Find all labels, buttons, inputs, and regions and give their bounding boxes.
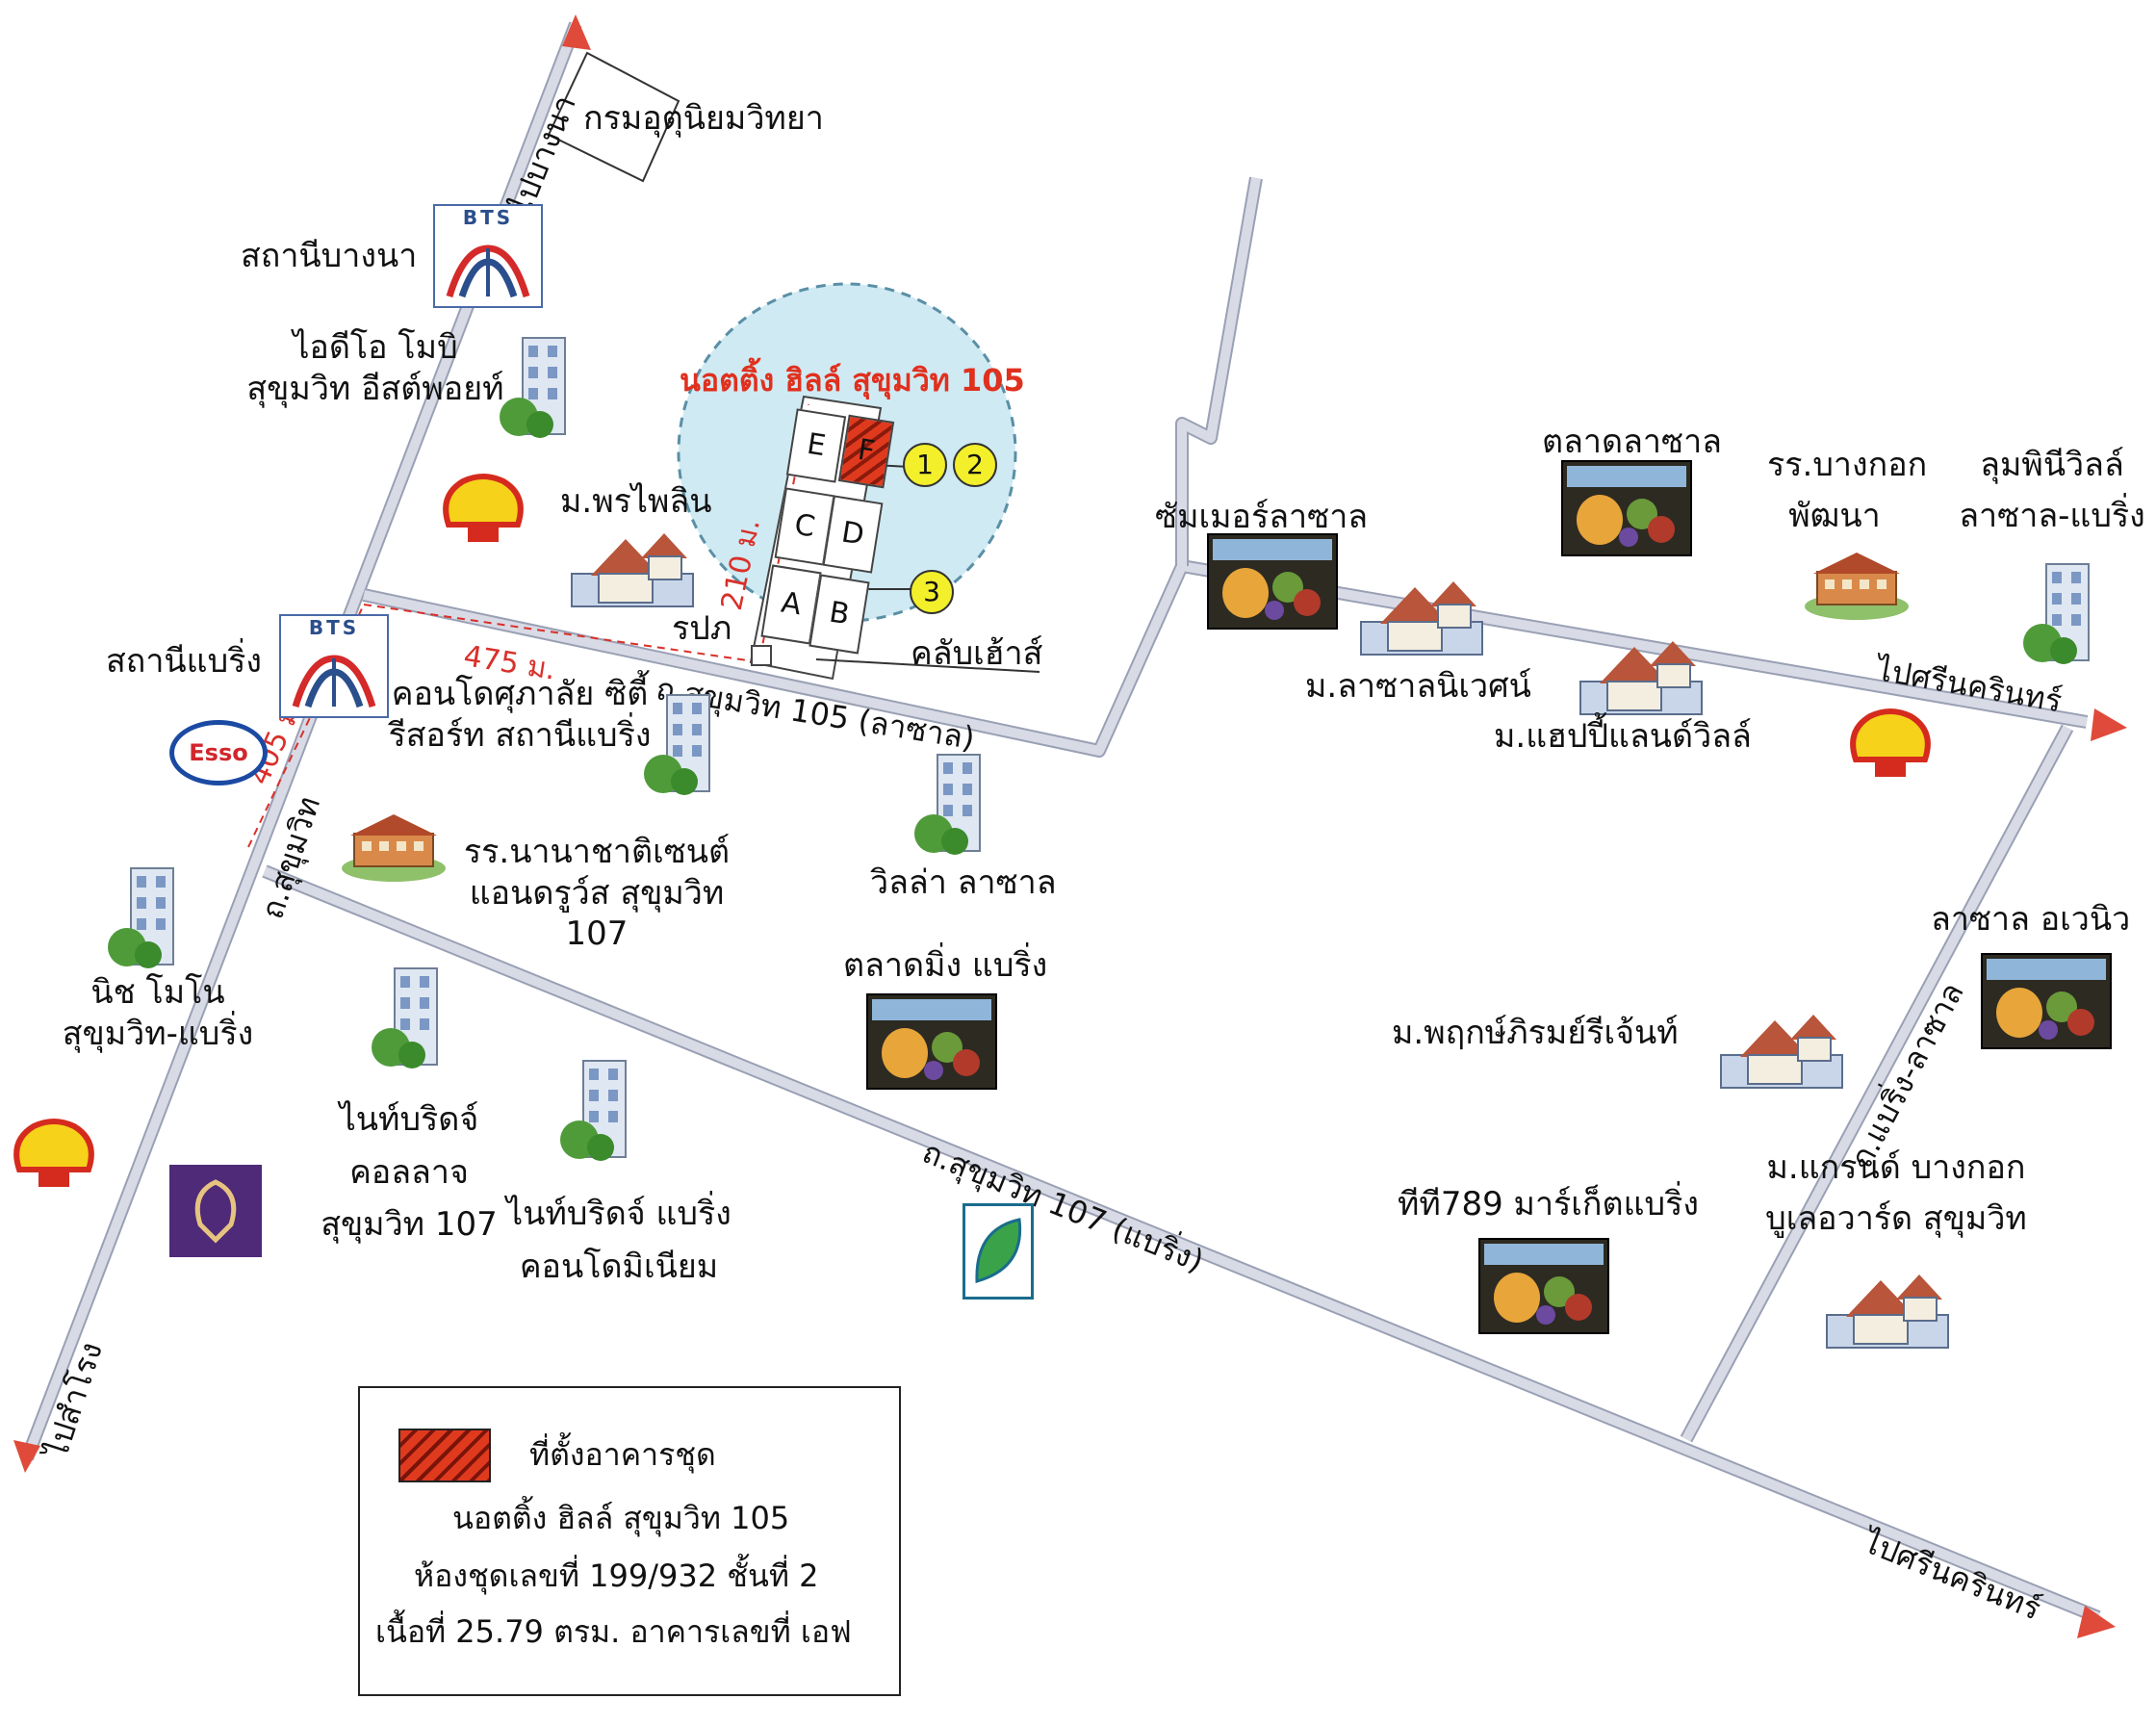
road-bearing-lasalle <box>1680 724 2074 1443</box>
market-icon <box>1981 953 2112 1049</box>
label-knight2-line1: ไนท์บริดจ์ แบริ่ง <box>506 1195 732 1233</box>
label-niche-mono: นิช โมโน สุขุมวิท-แบริ่ง <box>42 972 273 1054</box>
school-icon <box>1805 553 1909 620</box>
road-soi-105 <box>362 176 2089 758</box>
house-icon <box>1826 1274 1949 1349</box>
label-school-line3: 107 <box>565 914 629 953</box>
label-knightsbridge-collage: ไนท์บริดจ์ คอลลาจ สุขุมวิท 107 <box>308 1099 510 1246</box>
label-knight1-line1: ไนท์บริดจ์ <box>339 1100 479 1139</box>
arrow-to-srinakarin-1 <box>2091 708 2127 741</box>
road-soi-107 <box>262 864 2101 1624</box>
condo-building-icon <box>2023 563 2090 664</box>
label-bkk-line2: พัฒนา <box>1788 496 1881 535</box>
arrow-to-samrong <box>13 1440 40 1473</box>
label-school-line1: รร.นานาชาติเซนต์ <box>463 833 731 871</box>
leaf-icon <box>975 1218 1022 1283</box>
label-ideo: ไอดีโอ โมบิ สุขุมวิท อีสต์พอยท์ <box>212 327 539 409</box>
bts-logo-bearing: BTS <box>279 614 389 718</box>
label-dept: กรมอุตุนิยมวิทยา <box>583 99 824 138</box>
house-icon <box>1579 641 1703 715</box>
label-lumpini-line1: ลุมพินีวิลล์ <box>1980 446 2124 484</box>
bts-logo-text: BTS <box>462 206 514 229</box>
shell-logo-icon <box>443 474 524 542</box>
label-lumpini-ville: ลุมพินีวิลล์ ลาซาล-แบริ่ง <box>1956 445 2148 536</box>
label-summer-lasalle: ซัมเมอร์ลาซาล <box>1155 498 1369 536</box>
bts-rail-icon <box>446 245 530 298</box>
label-knight1-line3: สุขุมวิท 107 <box>321 1205 498 1244</box>
map-legend: ที่ตั้งอาคารชุด นอตติ้ง ฮิลล์ สุขุมวิท 1… <box>358 1386 901 1696</box>
fuel-station-logo-icon <box>962 1203 1034 1300</box>
legend-site-swatch <box>398 1429 491 1482</box>
building-E: E <box>785 408 847 483</box>
dept-building-outline <box>547 51 680 183</box>
house-icon <box>1720 1015 1843 1089</box>
condo-building-icon <box>644 694 710 795</box>
bank-emblem-icon <box>194 1179 237 1244</box>
label-lasalle-nivet: ม.ลาซาลนิเวศน์ <box>1305 667 1531 706</box>
label-happyland: ม.แฮปปี้แลนด์วิลล์ <box>1494 717 1752 756</box>
label-condo-line1: คอนโดศุภาลัย ซิตี้ <box>391 675 649 713</box>
label-clubhouse: คลับเฮ้าส์ <box>911 634 1043 673</box>
label-ming-market: ตลาดมิ่ง แบริ่ง <box>843 946 1048 985</box>
arrow-to-bangna <box>562 14 591 50</box>
marker-3: 3 <box>910 570 954 614</box>
label-tt789: ทีที789 มาร์เก็ตแบริ่ง <box>1398 1185 1699 1223</box>
label-niche-line2: สุขุมวิท-แบริ่ง <box>62 1014 254 1053</box>
market-icon <box>1561 460 1692 556</box>
condo-building-icon <box>560 1060 627 1161</box>
condo-building-icon <box>914 754 981 855</box>
label-lumpini-line2: ลาซาล-แบริ่ง <box>1959 496 2145 535</box>
marker-1: 1 <box>903 443 947 487</box>
house-icon <box>571 533 694 607</box>
project-title: นอตติ้ง ฮิลล์ สุขุมวิท 105 <box>680 362 1025 399</box>
label-knight2-line2: คอนโดมิเนียม <box>519 1247 719 1286</box>
school-icon <box>342 814 446 882</box>
label-grand-line1: ม.แกรนด์ บางกอก <box>1766 1148 2026 1187</box>
bank-logo-icon <box>169 1165 262 1257</box>
guard-post <box>751 645 772 666</box>
legend-line1: ที่ตั้งอาคารชุด <box>529 1436 716 1473</box>
legend-line2: นอตติ้ง ฮิลล์ สุขุมวิท 105 <box>452 1500 790 1536</box>
label-ideo-line2: สุขุมวิท อีสต์พอยท์ <box>246 369 504 408</box>
label-pruksa: ม.พฤกษ์ภิรมย์รีเจ้นท์ <box>1392 1014 1679 1052</box>
label-rapa: รปภ <box>672 609 732 648</box>
label-school-standrews: รร.นานาชาติเซนต์ แอนดรูว์ส สุขุมวิท 107 <box>452 832 741 955</box>
label-bkk-line1: รร.บางกอก <box>1767 446 1928 484</box>
condo-building-icon <box>372 967 438 1068</box>
label-pornpailin: ม.พรไพลิน <box>560 482 712 521</box>
label-condo-line2: รีสอร์ท สถานีแบริ่ง <box>388 715 652 755</box>
bts-rail-icon <box>292 655 376 708</box>
label-ideo-line1: ไอดีโอ โมบิ <box>293 328 458 367</box>
market-icon <box>1207 533 1338 630</box>
esso-logo-icon: Esso <box>169 720 268 785</box>
bts-logo-bangna: BTS <box>433 204 543 308</box>
label-condo-supalai: คอนโดศุภาลัย ซิตี้ รีสอร์ท สถานีแบริ่ง <box>368 674 672 756</box>
label-bearing-station: สถานีแบริ่ง <box>106 642 263 681</box>
label-bangna-station: สถานีบางนา <box>241 237 418 275</box>
label-villa-lasalle: วิลล่า ลาซาล <box>870 863 1057 902</box>
legend-line3: ห้องชุดเลขที่ 199/932 ชั้นที่ 2 <box>414 1558 819 1594</box>
label-knightsbridge-bearing: ไนท์บริดจ์ แบริ่ง คอนโดมิเนียม <box>499 1194 739 1287</box>
legend-line4: เนื้อที่ 25.79 ตรม. อาคารเลขที่ เอฟ <box>375 1613 852 1650</box>
label-lasalle-avenue: ลาซาล อเวนิว <box>1931 900 2131 939</box>
market-icon <box>1478 1238 1609 1334</box>
condo-building-icon <box>500 337 566 438</box>
label-grand-line2: บูเลอวาร์ด สุขุมวิท <box>1765 1198 2027 1238</box>
label-school-line2: แอนดรูว์ส สุขุมวิท <box>469 873 725 913</box>
shell-logo-icon <box>1850 708 1931 777</box>
label-bangkok-pattana: รร.บางกอก พัฒนา <box>1767 445 1928 536</box>
arrow-to-srinakarin-2 <box>2077 1606 2116 1638</box>
label-grand-bangkok: ม.แกรนด์ บางกอก บูเลอวาร์ด สุขุมวิท <box>1752 1147 2040 1239</box>
condo-building-icon <box>108 867 174 968</box>
bts-logo-text: BTS <box>308 616 360 639</box>
shell-logo-icon <box>13 1119 94 1187</box>
marker-2: 2 <box>953 443 997 487</box>
market-icon <box>866 993 997 1090</box>
label-lasalle-market: ตลาดลาซาล <box>1542 423 1723 461</box>
dist-line-405 <box>247 604 365 848</box>
house-icon <box>1360 581 1483 656</box>
label-niche-line1: นิช โมโน <box>90 973 225 1012</box>
label-knight1-line2: คอลลาจ <box>349 1152 469 1192</box>
